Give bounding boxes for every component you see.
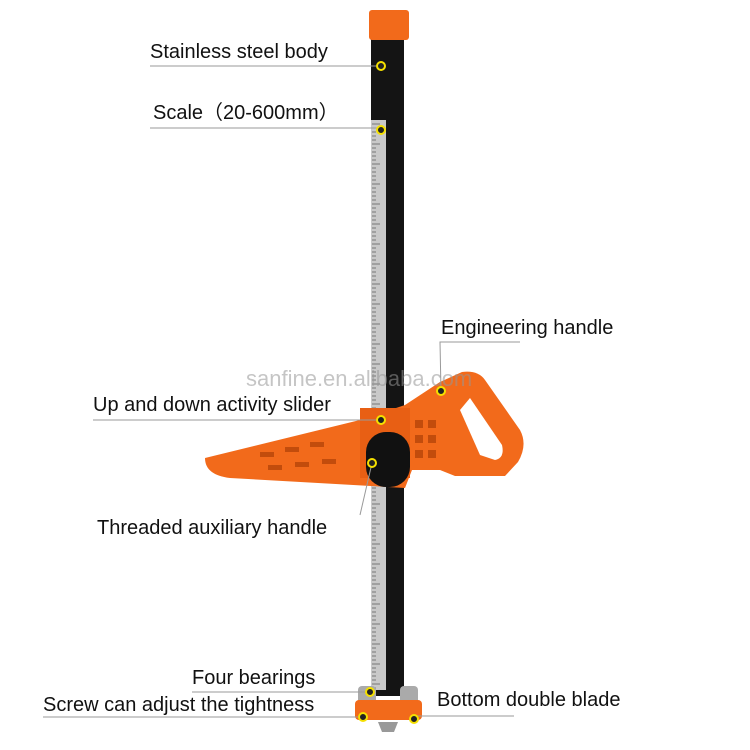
handle-slots <box>260 420 436 470</box>
scale-strip <box>371 120 386 690</box>
bottom-plate <box>355 700 422 720</box>
leader-lines <box>43 65 520 718</box>
top-cap <box>369 10 409 40</box>
label-stainless-steel-body: Stainless steel body <box>150 41 328 63</box>
bearing-right <box>400 686 418 704</box>
label-four-bearings: Four bearings <box>192 667 316 689</box>
scale-ticks <box>372 123 380 689</box>
label-slider: Up and down activity slider <box>93 394 331 416</box>
label-engineering-handle: Engineering handle <box>441 317 614 339</box>
threaded-handle <box>366 432 410 487</box>
watermark: sanfine.en.alibaba.com <box>246 366 473 391</box>
label-bottom-blade: Bottom double blade <box>437 689 621 711</box>
label-scale: Scale（20-600mm） <box>153 102 339 124</box>
handle-grip-hole <box>460 398 503 460</box>
label-screw: Screw can adjust the tightness <box>43 694 315 716</box>
label-threaded-handle: Threaded auxiliary handle <box>97 517 328 539</box>
marker-dots <box>358 61 446 724</box>
wing-screw <box>378 722 398 732</box>
